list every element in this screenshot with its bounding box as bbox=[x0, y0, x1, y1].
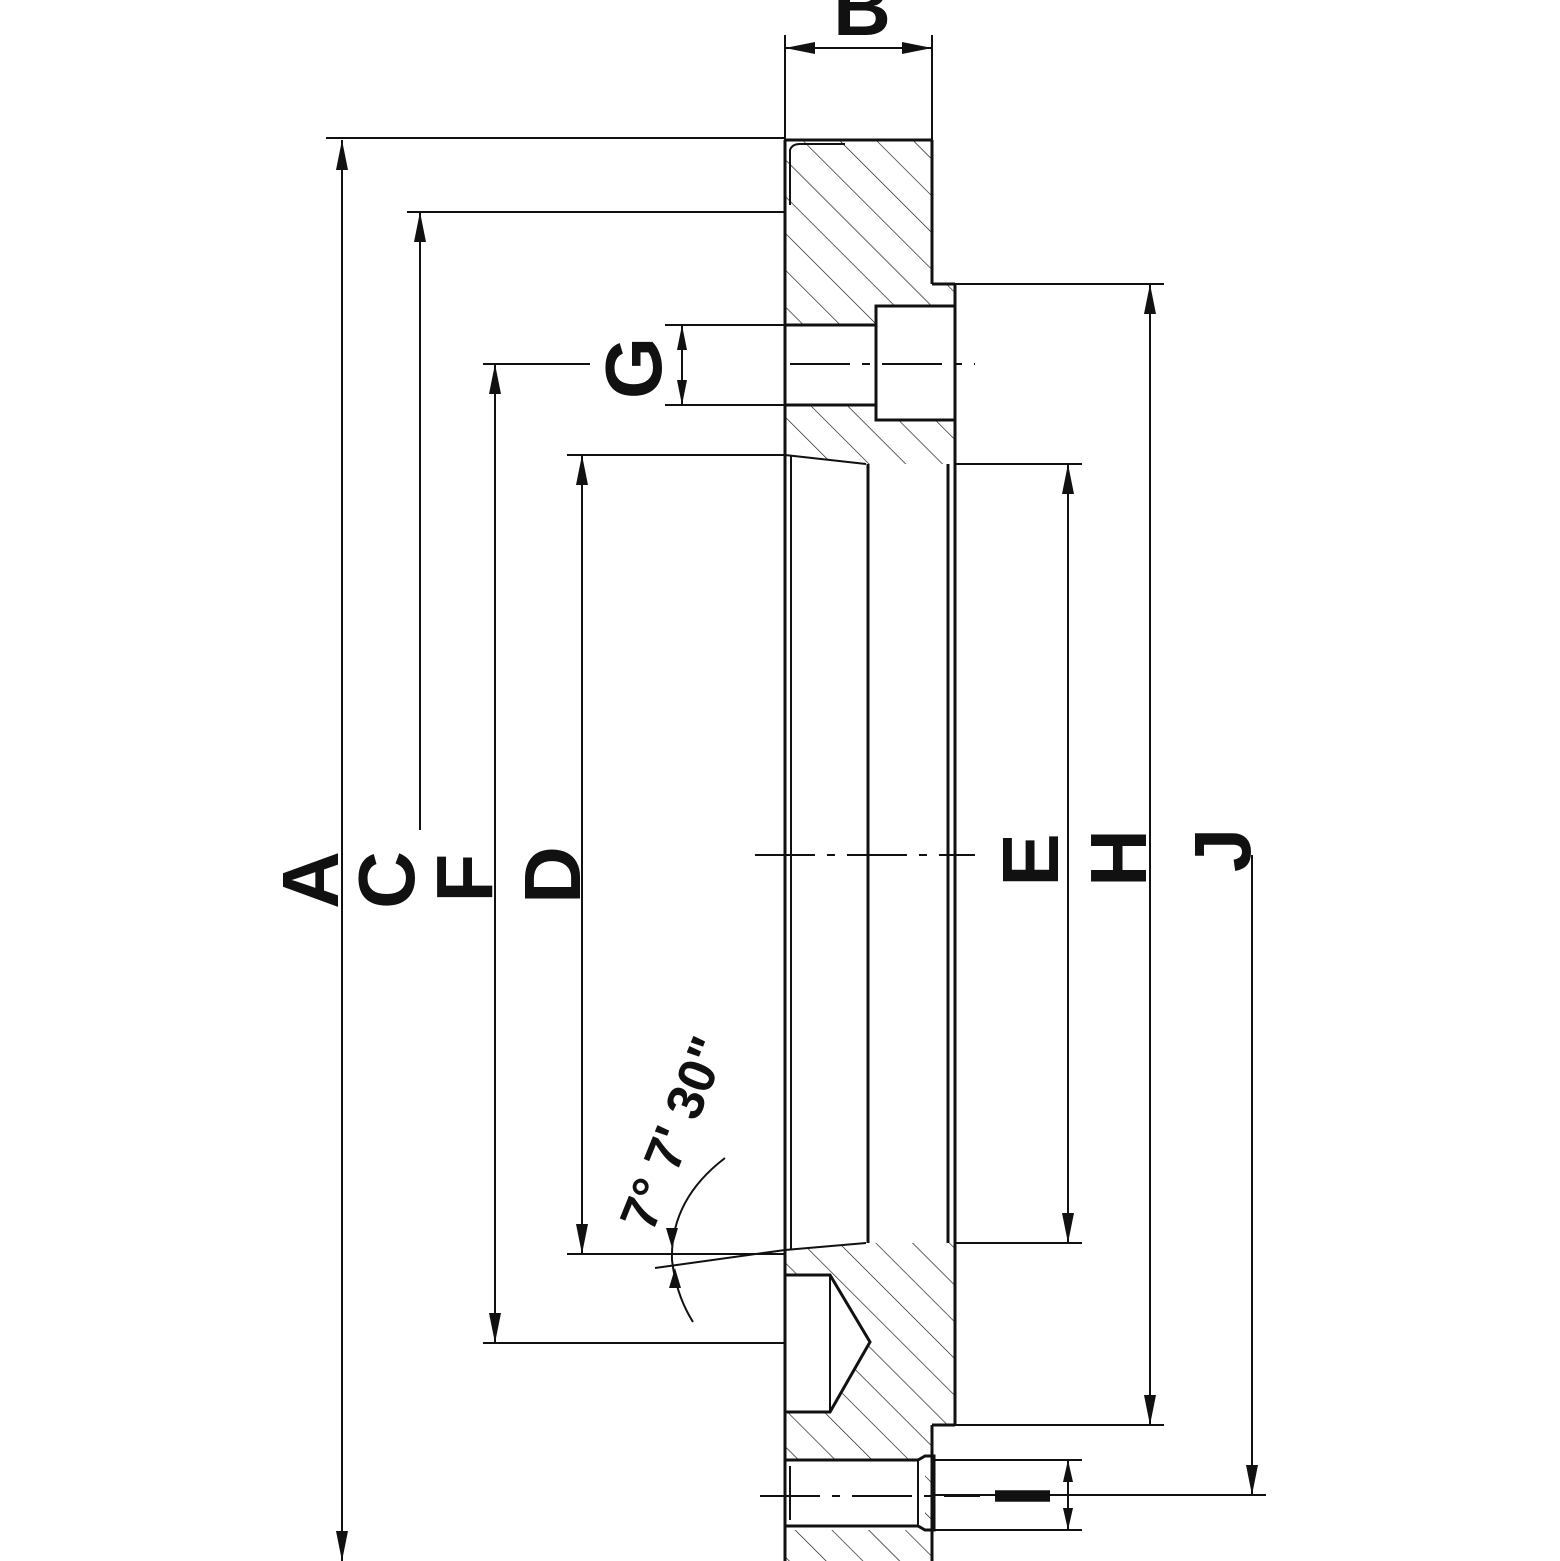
extension-lines bbox=[326, 35, 1266, 1531]
label-D: D bbox=[508, 846, 597, 904]
label-H: H bbox=[1074, 829, 1163, 887]
center-lines bbox=[755, 363, 980, 1497]
dimension-line-F bbox=[489, 364, 501, 1343]
label-C: C bbox=[342, 851, 431, 909]
label-I: I bbox=[978, 1485, 1067, 1507]
dimension-line-B bbox=[785, 42, 932, 54]
label-B: B bbox=[833, 0, 891, 52]
section-hatching bbox=[785, 140, 955, 1561]
dimension-line-A bbox=[336, 140, 348, 1561]
label-E: E bbox=[986, 833, 1075, 886]
label-F: F bbox=[420, 854, 509, 903]
dimension-line-H bbox=[1144, 284, 1156, 1425]
dimension-line-I bbox=[1063, 1460, 1073, 1530]
dimension-line-E bbox=[1062, 464, 1074, 1243]
dimension-line-G bbox=[677, 325, 687, 405]
label-J: J bbox=[1178, 828, 1267, 873]
dimension-line-C bbox=[414, 212, 426, 830]
dimension-line-D bbox=[576, 455, 588, 1254]
label-A: A bbox=[266, 851, 355, 909]
taper-angle-dimension bbox=[654, 1157, 786, 1323]
dimension-line-J bbox=[1246, 855, 1258, 1495]
taper-angle-label: 7° 7' 30" bbox=[609, 1029, 739, 1238]
dimension-labels: A C F D G B E H J I 7° 7' 30" bbox=[266, 0, 1267, 1507]
label-G: G bbox=[589, 337, 678, 399]
